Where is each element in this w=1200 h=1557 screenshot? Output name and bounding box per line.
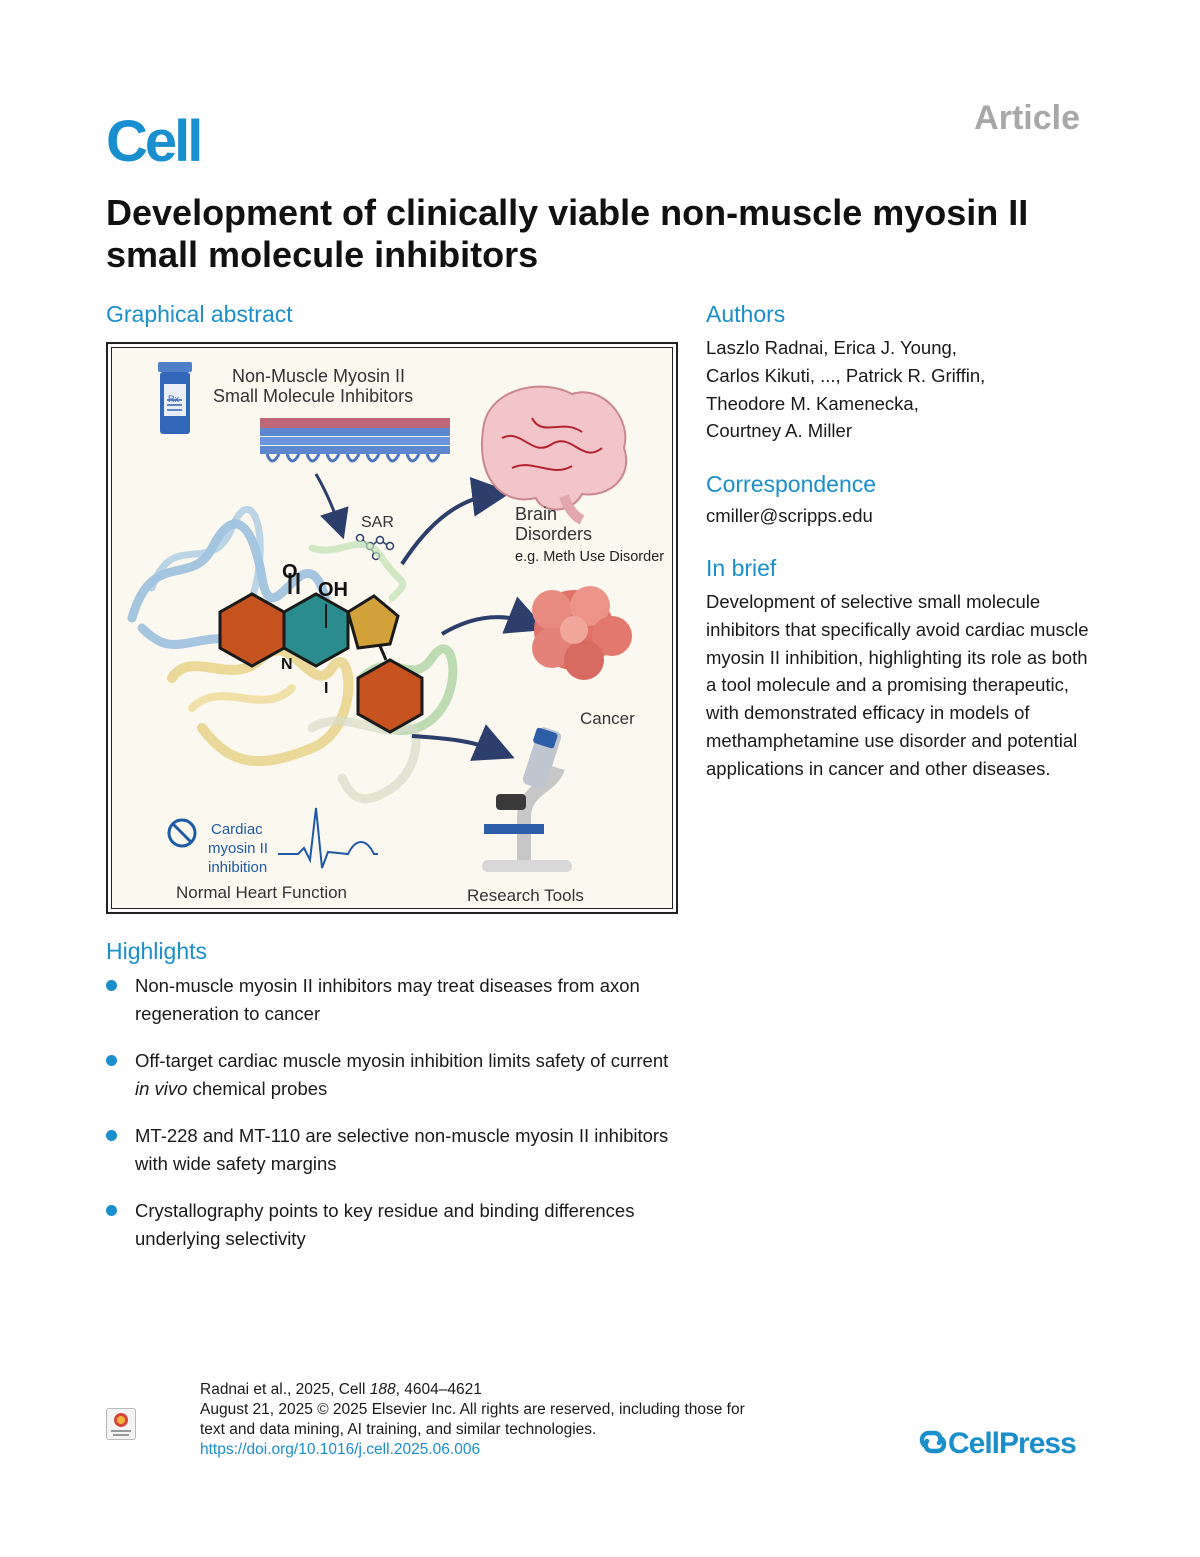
- bullet-icon: [106, 1204, 117, 1216]
- highlight-item: Off-target cardiac muscle myosin inhibit…: [106, 1047, 686, 1103]
- ga-title-line2: Small Molecule Inhibitors: [213, 386, 414, 406]
- heart-function-label: Normal Heart Function: [176, 883, 348, 902]
- brain-icon: [481, 385, 627, 525]
- no-inhibition-icon: [167, 818, 197, 848]
- graphical-abstract-figure: Non-Muscle Myosin II Small Molecule Inhi…: [106, 342, 678, 914]
- copyright-line: August 21, 2025 © 2025 Elsevier Inc. All…: [200, 1401, 745, 1418]
- medicine-bottle-icon: [158, 362, 192, 434]
- citation-line: Radnai et al., 2025, Cell 188, 4604–4621: [200, 1381, 482, 1398]
- article-type-label: Article: [974, 99, 1080, 137]
- rights-line: text and data mining, AI training, and s…: [200, 1421, 597, 1438]
- graphical-abstract-heading: Graphical abstract: [106, 301, 293, 327]
- in-brief-text: Development of selective small molecule …: [706, 591, 1089, 779]
- authors-heading: Authors: [706, 301, 786, 327]
- author-line: Carlos Kikuti, ..., Patrick R. Griffin,: [706, 364, 986, 386]
- microscope-icon: [482, 727, 572, 872]
- rx-label: Rx: [168, 394, 179, 404]
- ecg-waveform: [278, 807, 378, 869]
- research-tools-label: Research Tools: [467, 886, 584, 905]
- ga-title-line1: Non-Muscle Myosin II: [232, 366, 406, 386]
- cellpress-link-icon: [919, 1430, 947, 1454]
- in-brief-heading: In brief: [706, 555, 777, 581]
- highlight-item: Crystallography points to key residue an…: [106, 1197, 686, 1253]
- sar-arrow: [314, 473, 349, 540]
- highlight-item: Non-muscle myosin II inhibitors may trea…: [106, 972, 686, 1028]
- check-updates-label: Check for updates: [106, 1442, 107, 1443]
- cancer-tumor-icon: [532, 586, 632, 680]
- research-arrow: [411, 724, 515, 761]
- myosin-filament-icon: [260, 418, 450, 463]
- brain-arrow: [400, 476, 512, 566]
- citation-footer: Radnai et al., 2025, Cell 188, 4604–4621…: [200, 1380, 820, 1460]
- bullet-icon: [106, 1129, 117, 1141]
- carbonyl-o-label: O: [282, 561, 298, 583]
- author-line: Theodore M. Kamenecka,: [706, 392, 919, 414]
- cardiac-label-line1: Cardiac: [211, 821, 263, 838]
- brain-label-line1: Brain: [515, 504, 558, 524]
- check-for-updates-badge[interactable]: [106, 1408, 136, 1440]
- sar-label: SAR: [361, 514, 394, 531]
- journal-logo: Cell: [106, 109, 203, 174]
- cardiac-label-line2: myosin II: [208, 840, 269, 857]
- brain-label-example: e.g. Meth Use Disorder: [515, 549, 665, 565]
- bullet-icon: [106, 980, 117, 991]
- correspondence-heading: Correspondence: [706, 471, 877, 497]
- bullet-icon: [106, 1054, 117, 1066]
- correspondence-email[interactable]: cmiller@scripps.edu: [706, 505, 873, 526]
- hydroxyl-label: OH: [318, 579, 348, 601]
- cellpress-logo: CellPress: [918, 1426, 1077, 1462]
- cardiac-label-line3: inhibition: [208, 859, 268, 876]
- doi-link[interactable]: https://doi.org/10.1016/j.cell.2025.06.0…: [200, 1441, 481, 1458]
- iodine-label: I: [324, 680, 329, 697]
- highlights-heading: Highlights: [106, 938, 207, 964]
- check-updates-icon: [111, 1413, 131, 1436]
- cancer-label: Cancer: [580, 709, 635, 728]
- cancer-arrow: [440, 596, 547, 636]
- inhibitor-chemical-structure: [218, 573, 424, 734]
- brain-label-line2: Disorders: [515, 524, 593, 544]
- author-line: Laszlo Radnai, Erica J. Young,: [706, 337, 957, 358]
- article-title: Development of clinically viable non-mus…: [106, 192, 1029, 275]
- author-list: Laszlo Radnai, Erica J. Young, Carlos Ki…: [706, 334, 1106, 445]
- nitrogen-label: N: [281, 656, 293, 673]
- graphical-abstract-illustration: [127, 362, 632, 872]
- highlights-list: Non-muscle myosin II inhibitors may trea…: [106, 972, 686, 1272]
- highlight-item: MT-228 and MT-110 are selective non-musc…: [106, 1122, 686, 1178]
- author-line: Courtney A. Miller: [706, 420, 852, 442]
